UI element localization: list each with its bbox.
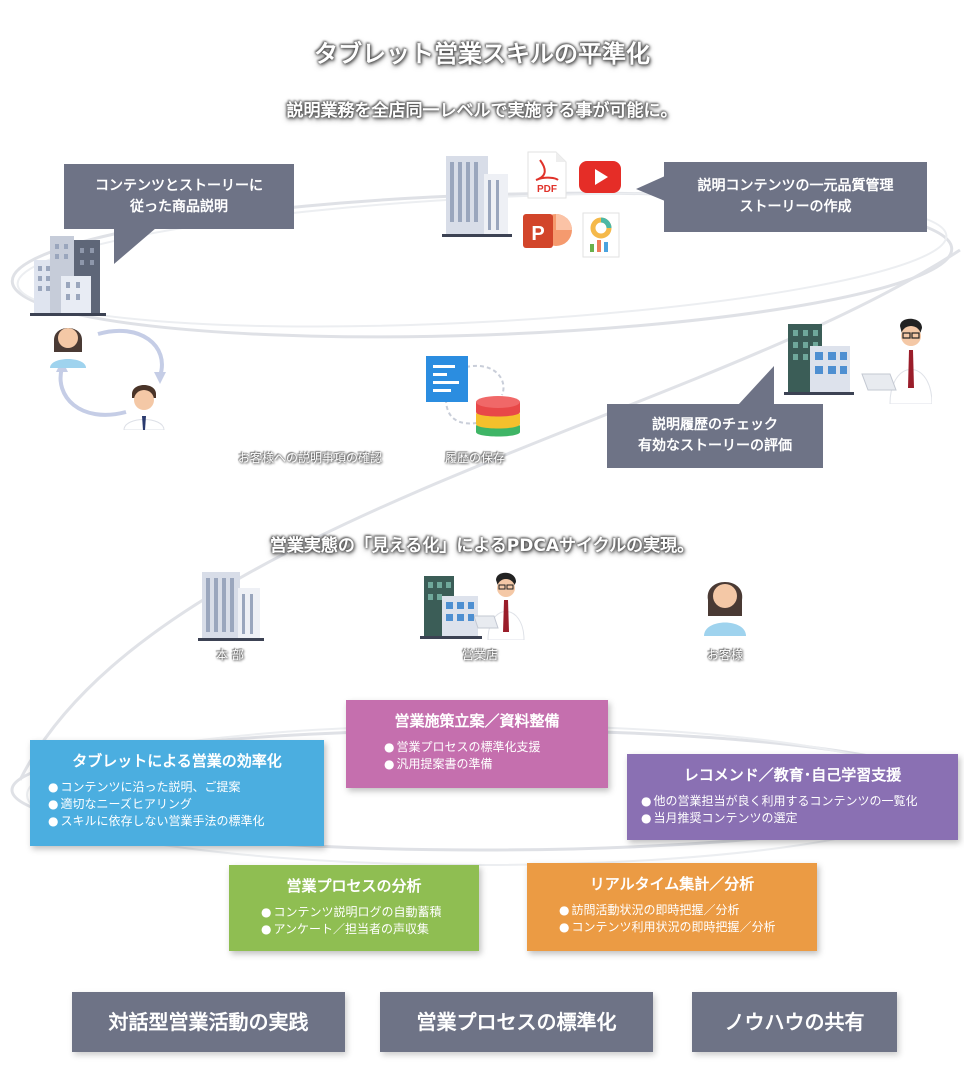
- branch-building-icon: [784, 324, 854, 395]
- card-planning: 営業施策立案／資料整備 営業プロセスの標準化支援 汎用提案書の準備: [346, 700, 608, 788]
- outcome-process-standardization: 営業プロセスの標準化: [380, 992, 653, 1052]
- callout-line: 説明コンテンツの一元品質管理: [697, 178, 894, 194]
- card-item: 適切なニーズヒアリング: [48, 796, 310, 813]
- page-subtitle: 説明業務を全店同一レベルで実施する事が可能に。: [286, 101, 678, 121]
- card-tablet-efficiency: タブレットによる営業の効率化 コンテンツに沿った説明、ご提案 適切なニーズヒアリ…: [30, 740, 324, 846]
- card-item: コンテンツに沿った説明、ご提案: [48, 779, 310, 796]
- card-title: レコメンド／教育･自己学習支援: [683, 766, 902, 784]
- outcome-dialogue-sales: 対話型営業活動の実践: [72, 992, 345, 1052]
- headquarters-building-icon: [198, 572, 264, 641]
- callout-line: コンテンツとストーリーに: [95, 177, 263, 194]
- card-title: 営業プロセスの分析: [286, 877, 422, 895]
- outcome-knowhow-sharing: ノウハウの共有: [692, 992, 897, 1052]
- caption-headquarters: 本 部: [216, 648, 244, 662]
- building-icon: [30, 236, 106, 316]
- callout-product-explanation: コンテンツとストーリーに 従った商品説明: [64, 164, 294, 229]
- card-process-analysis: 営業プロセスの分析 コンテンツ説明ログの自動蓄積 アンケート／担当者の声収集: [229, 865, 479, 951]
- staff-man-icon: [123, 385, 165, 430]
- database-icon: [476, 396, 520, 437]
- card-item: 他の営業担当が良く利用するコンテンツの一覧化: [641, 793, 944, 810]
- card-item: 訪問活動状況の即時把握／分析: [559, 902, 803, 919]
- pdca-title: 営業実態の「見える化」によるPDCAサイクルの実現。: [269, 536, 695, 556]
- callout-tail: [636, 176, 665, 201]
- youtube-icon: [579, 161, 621, 193]
- pdf-label: PDF: [537, 184, 557, 195]
- card-item: スキルに依存しない営業手法の標準化: [48, 813, 310, 830]
- callout-tail: [114, 228, 156, 264]
- card-item: 汎用提案書の準備: [384, 756, 594, 773]
- history-storage-graphic: [445, 364, 505, 425]
- card-item: 営業プロセスの標準化支援: [384, 739, 594, 756]
- branch-building-icon: [420, 576, 482, 639]
- card-recommend: レコメンド／教育･自己学習支援 他の営業担当が良く利用するコンテンツの一覧化 当…: [627, 754, 958, 840]
- caption-branch: 営業店: [461, 648, 498, 662]
- page-title: タブレット営業スキルの平準化: [314, 40, 650, 68]
- card-title: リアルタイム集計／分析: [589, 875, 755, 893]
- pdf-icon: PDF: [527, 151, 567, 199]
- card-item: アンケート／担当者の声収集: [261, 921, 465, 938]
- callout-line: 有効なストーリーの評価: [638, 438, 792, 454]
- card-item: コンテンツ説明ログの自動蓄積: [261, 904, 465, 921]
- businessman-laptop-icon: [861, 318, 932, 404]
- callout-tail: [738, 366, 774, 405]
- card-realtime-analysis: リアルタイム集計／分析 訪問活動状況の即時把握／分析 コンテンツ利用状況の即時把…: [527, 863, 817, 951]
- caption-confirm: お客様への説明事項の確認: [237, 451, 382, 465]
- caption-history: 履歴の保存: [444, 451, 505, 465]
- powerpoint-icon: P: [523, 214, 572, 248]
- customer-woman-icon: [704, 582, 746, 636]
- businessman-laptop-icon: [474, 572, 525, 640]
- ppt-label: P: [531, 223, 544, 245]
- callout-line: ストーリーの作成: [739, 199, 852, 215]
- customer-woman-icon: [50, 328, 86, 368]
- callout-line: 説明履歴のチェック: [652, 417, 778, 433]
- callout-history-check: 説明履歴のチェック 有効なストーリーの評価: [607, 404, 823, 468]
- document-icon: [426, 356, 468, 402]
- card-title: 営業施策立案／資料整備: [394, 712, 560, 730]
- card-title: タブレットによる営業の効率化: [72, 752, 282, 770]
- report-chart-icon: [582, 212, 620, 258]
- card-item: 当月推奨コンテンツの選定: [641, 810, 944, 827]
- card-item: コンテンツ利用状況の即時把握／分析: [559, 919, 803, 936]
- building-icon: [442, 156, 512, 237]
- callout-content-management: 説明コンテンツの一元品質管理 ストーリーの作成: [664, 162, 927, 232]
- callout-line: 従った商品説明: [130, 198, 228, 215]
- caption-customer: お客様: [706, 648, 743, 662]
